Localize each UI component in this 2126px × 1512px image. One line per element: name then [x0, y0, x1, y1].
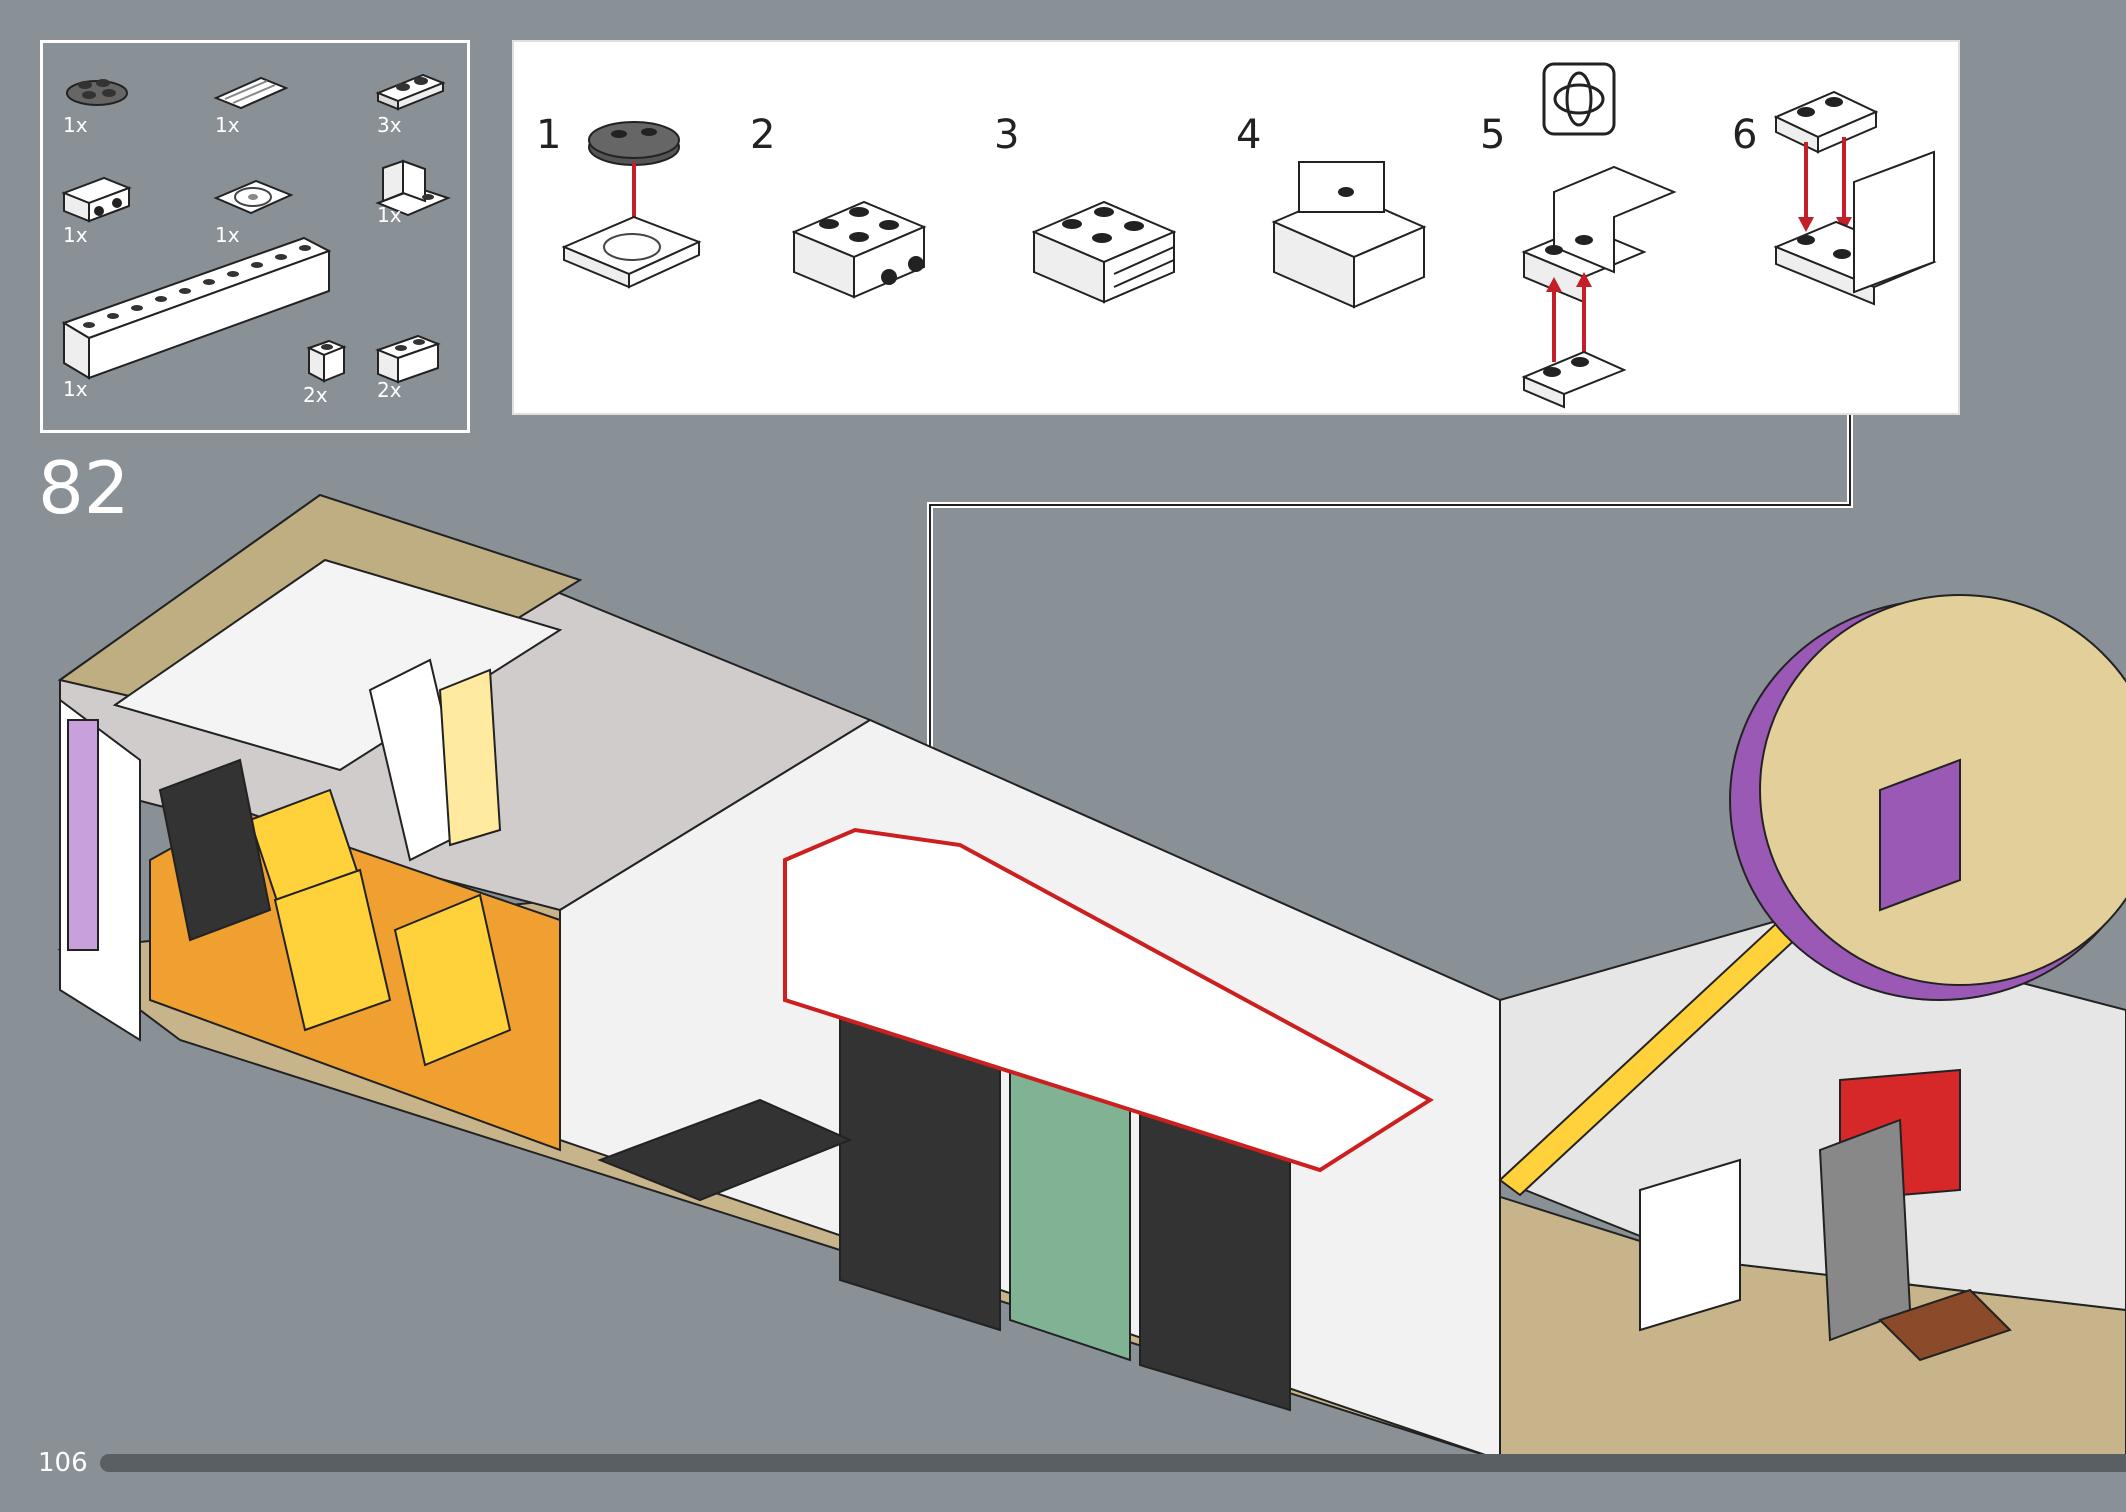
plate-1x2-icon — [375, 73, 446, 111]
substep-2-illustration — [791, 200, 927, 299]
part-qty: 1x — [215, 223, 240, 247]
page-footer-bar — [100, 1454, 2126, 1472]
part-brick-pins: 1x — [59, 173, 149, 247]
part-qty: 1x — [377, 203, 402, 227]
round-plate-icon — [66, 79, 128, 106]
substep-5-illustration — [1521, 62, 1677, 409]
substep-3-number: 3 — [994, 112, 1020, 158]
substep-illustrations — [561, 62, 1937, 409]
brick-2x10-icon — [61, 236, 332, 380]
part-brick-2x10: 1x — [59, 233, 349, 413]
substep-4-number: 4 — [1236, 112, 1262, 158]
brick-1x1-icon — [306, 339, 347, 383]
substep-6-illustration — [1773, 90, 1937, 306]
grille-tile-icon — [213, 76, 289, 110]
part-qty: 2x — [303, 383, 328, 407]
page-number: 106 — [38, 1448, 88, 1478]
substep-2-number: 2 — [750, 112, 776, 158]
part-grille-tile: 1x — [211, 63, 301, 137]
right-section — [1498, 594, 2126, 1362]
part-plate-1x2: 3x — [373, 63, 463, 137]
highlighted-new-bricks — [783, 827, 1434, 1173]
part-brick-1x2: 2x — [373, 328, 463, 402]
rotate-model-icon — [1542, 62, 1616, 136]
left-room — [57, 493, 873, 1152]
brick-pins-icon — [61, 176, 132, 223]
central-wall — [559, 718, 1501, 1462]
part-qty: 1x — [63, 113, 88, 137]
substep-4-illustration — [1271, 161, 1427, 309]
part-qty: 1x — [63, 223, 88, 247]
part-brick-1x1: 2x — [299, 333, 389, 407]
part-qty: 1x — [215, 113, 240, 137]
part-round-plate: 1x — [59, 63, 149, 137]
substep-5-number: 5 — [1480, 112, 1506, 158]
part-qty: 3x — [377, 113, 402, 137]
step-number: 82 — [38, 446, 130, 530]
substep-6-number: 6 — [1732, 112, 1758, 158]
substeps-box: 1 2 3 4 5 6 — [512, 40, 1960, 415]
part-turntable: 1x — [211, 173, 301, 247]
substep-3-illustration — [1031, 200, 1177, 304]
substep-1-illustration — [561, 121, 702, 289]
part-bracket: 1x — [373, 153, 463, 227]
substep-1-number: 1 — [536, 112, 562, 158]
bracket-icon — [375, 159, 451, 217]
part-qty: 2x — [377, 378, 402, 402]
parts-list-box: 1x 1x 3x 1x 1x — [40, 40, 470, 433]
turntable-icon — [213, 179, 294, 215]
part-qty: 1x — [63, 377, 88, 401]
brick-1x2-icon — [375, 334, 441, 384]
